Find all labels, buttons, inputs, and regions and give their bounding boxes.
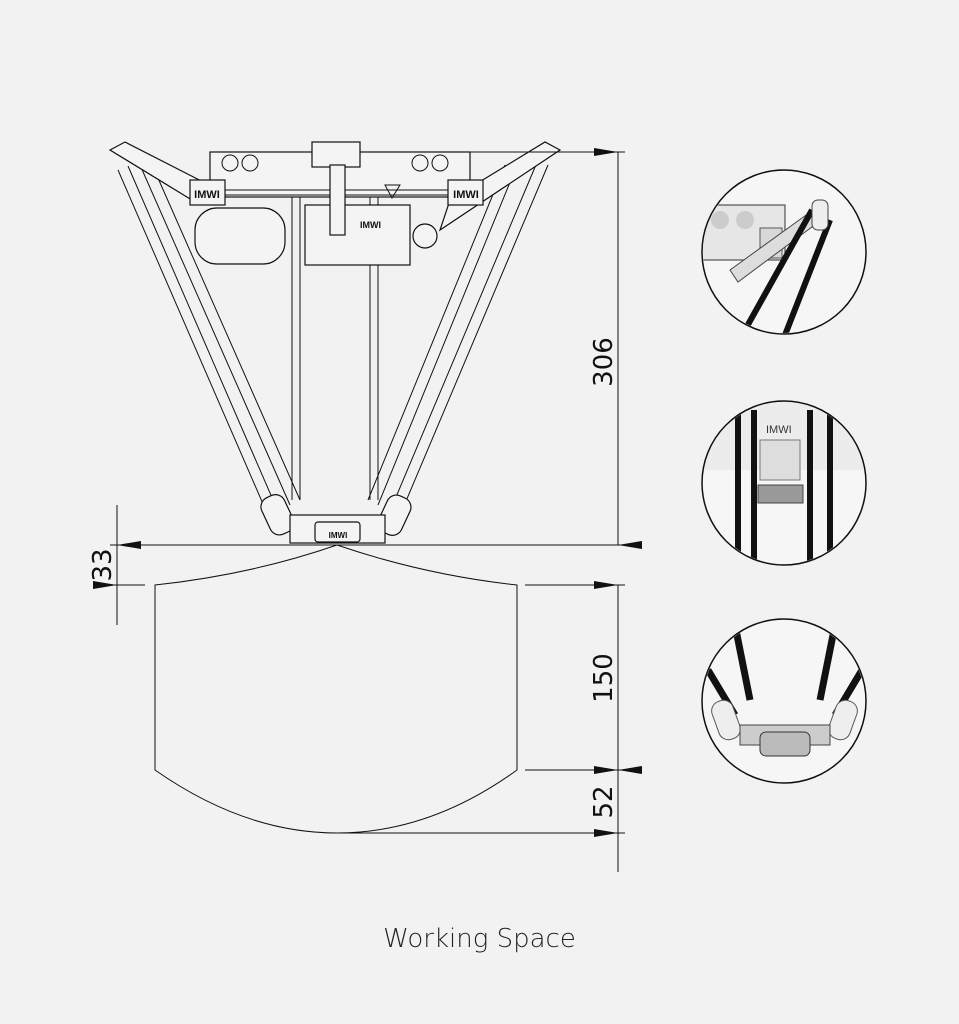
dimension-label-150: 150 (589, 653, 619, 703)
dimension-label-33: 33 (88, 548, 118, 581)
dimension-label-52: 52 (589, 785, 619, 818)
dimension-150: 150 (589, 581, 642, 774)
dimension-label-306: 306 (589, 337, 619, 387)
detail-view-arm-joint (701, 169, 867, 335)
dimension-306: 306 (589, 148, 642, 549)
working-space-envelope (154, 544, 518, 834)
logo-effector: IMWI (329, 531, 348, 540)
logo-detail: IMWI (766, 424, 792, 436)
dimension-52: 52 (589, 766, 619, 872)
robot-base: IMWI IMWI IMWI (189, 141, 484, 266)
detail-view-end-effector (701, 618, 867, 784)
diagram-caption: Working Space (383, 924, 576, 954)
logo-right: IMWI (453, 189, 479, 201)
end-effector: IMWI (260, 494, 412, 544)
dimension-33: 33 (88, 505, 141, 625)
delta-robot: IMWI IMWI IMWI IMWI (108, 141, 562, 544)
logo-left: IMWI (194, 189, 220, 201)
logo-center: IMWI (360, 220, 381, 230)
detail-view-base-motor: IMWI (701, 400, 867, 566)
